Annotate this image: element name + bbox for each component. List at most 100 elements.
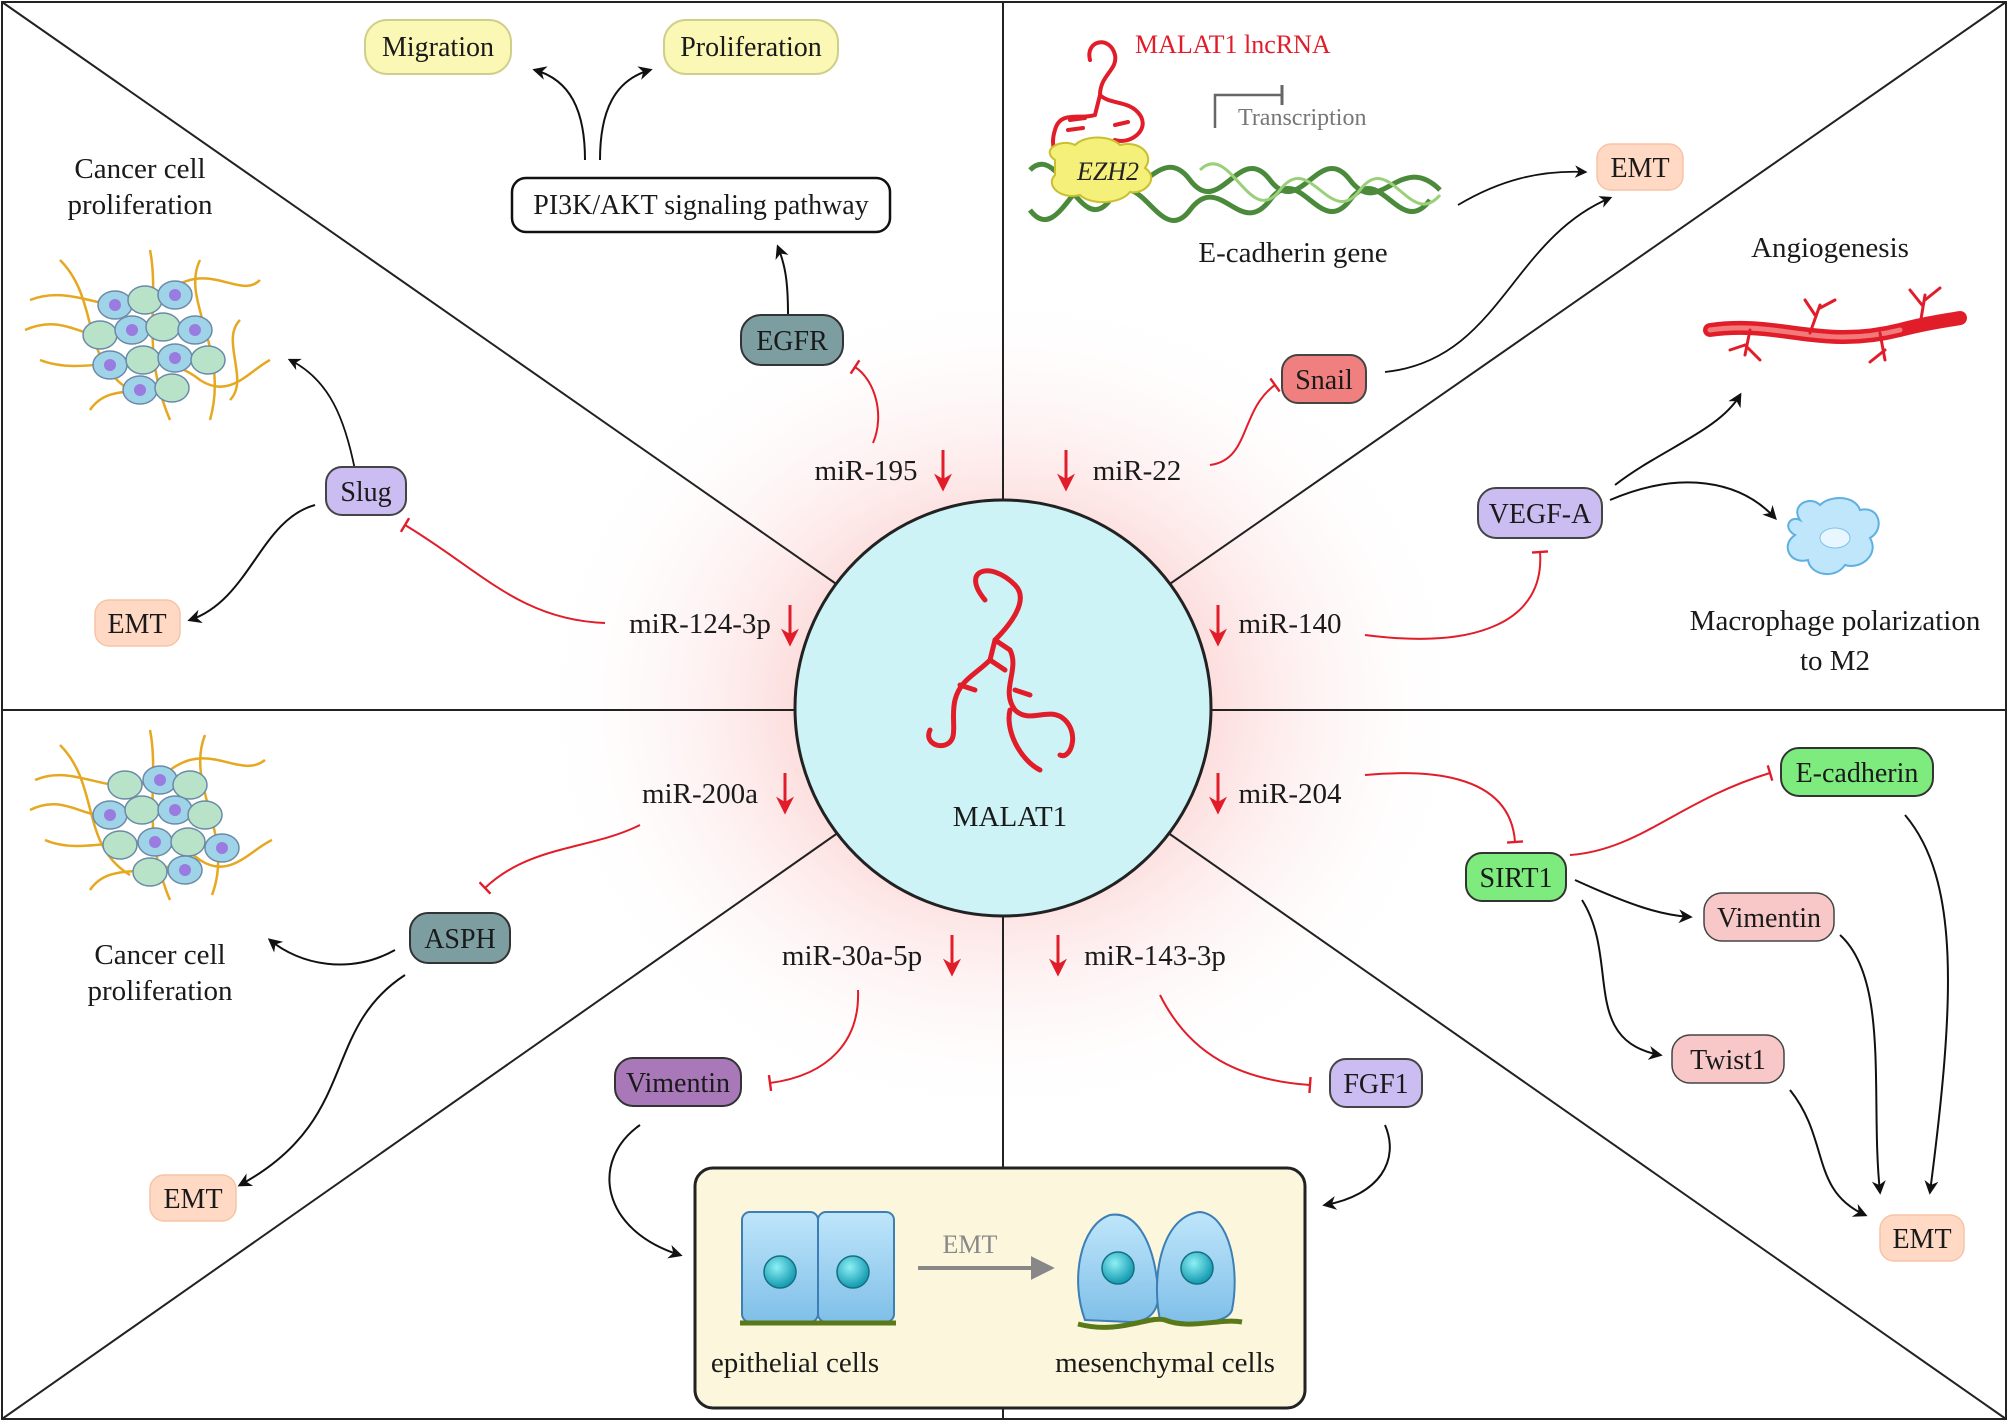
inhibit-sirt1-ecadherin: [1569, 764, 1774, 856]
node-emt-bottom-left: EMT: [149, 1174, 237, 1222]
epithelial-label: epithelial cells: [711, 1347, 879, 1379]
svg-text:VEGF-A: VEGF-A: [1489, 499, 1592, 530]
ecadherin-gene-label: E-cadherin gene: [1198, 237, 1387, 269]
svg-text:Snail: Snail: [1295, 365, 1353, 396]
arrow-asph-to-emt: [237, 974, 406, 1187]
svg-text:EMT: EMT: [107, 609, 166, 640]
macrophage-label-1: Macrophage polarization: [1690, 605, 1981, 637]
mesenchymal-cells-icon: [1077, 1210, 1243, 1330]
inhibit-mir195-egfr: [849, 359, 880, 444]
svg-text:FGF1: FGF1: [1343, 1069, 1408, 1100]
node-fgf1: FGF1: [1329, 1058, 1423, 1108]
center-label: MALAT1: [953, 801, 1067, 833]
arrow-slug-to-emt: [187, 504, 316, 624]
angiogenesis-label: Angiogenesis: [1751, 232, 1909, 264]
arrow-vimentin-to-emt: [1839, 934, 1886, 1195]
svg-text:SIRT1: SIRT1: [1480, 863, 1553, 894]
svg-text:EZH2: EZH2: [1076, 157, 1139, 186]
svg-text:EMT: EMT: [1610, 153, 1669, 184]
inhibit-mir140-vegfa: [1364, 550, 1549, 640]
mir140-label: miR-140: [1238, 608, 1341, 640]
arrow-sirt1-to-vimentin: [1574, 879, 1693, 924]
transcription-label: Transcription: [1238, 105, 1366, 131]
node-migration: Migration: [364, 19, 512, 75]
arrow-egfr-to-pi3k: [775, 244, 789, 316]
mir30a-label: miR-30a-5p: [782, 940, 922, 972]
malat1-circle: [793, 498, 1213, 918]
ezh2-protein: EZH2: [1048, 136, 1153, 204]
bl-title-1: Cancer cell: [94, 939, 225, 971]
epithelial-cells-icon: [740, 1211, 896, 1326]
inhibit-mir143-fgf1: [1159, 994, 1312, 1094]
inhibit-mir124-slug: [399, 517, 606, 624]
arrow-vegfa-to-angiogenesis: [1614, 392, 1742, 486]
arrow-to-migration: [532, 66, 586, 161]
malat1-rna-icon: [926, 568, 1076, 773]
transcription-inhibit: [1213, 85, 1284, 128]
mir195-label: miR-195: [814, 455, 917, 487]
arrow-gene-to-emt: [1457, 165, 1588, 206]
svg-text:Vimentin: Vimentin: [626, 1068, 730, 1099]
arrow-ecadherin-to-emt: [1904, 814, 1949, 1195]
cell-cluster-icon-bottom: [29, 729, 273, 901]
svg-text:Proliferation: Proliferation: [680, 32, 822, 63]
arrow-to-proliferation: [599, 66, 653, 161]
node-slug: Slug: [325, 466, 407, 516]
node-proliferation: Proliferation: [663, 19, 839, 75]
arrow-snail-to-emt: [1384, 196, 1613, 373]
arrow-sirt1-to-twist: [1581, 899, 1663, 1060]
mir22-label: miR-22: [1093, 455, 1182, 487]
blood-vessel-icon: [1703, 286, 1967, 364]
inhibit-mir22-snail: [1209, 377, 1281, 466]
dna-helix-light-strands: [1198, 162, 1442, 206]
bl-title-2: proliferation: [88, 975, 233, 1007]
inhibit-mir200a-asph: [478, 824, 641, 895]
arrow-twist-to-emt: [1789, 1089, 1868, 1217]
node-vimentin-center: Vimentin: [614, 1057, 742, 1107]
node-emt-top-right: EMT: [1596, 143, 1684, 191]
svg-text:PI3K/AKT signaling pathway: PI3K/AKT signaling pathway: [533, 190, 868, 221]
node-emt-top-left: EMT: [94, 599, 181, 647]
node-emt-bottom-right: EMT: [1879, 1214, 1965, 1262]
macrophage-icon: [1786, 497, 1880, 575]
svg-text:EGFR: EGFR: [756, 326, 828, 357]
svg-text:EMT: EMT: [163, 1184, 222, 1215]
svg-text:E-cadherin: E-cadherin: [1796, 758, 1919, 789]
malat1-lncrna-label: MALAT1 lncRNA: [1135, 30, 1331, 59]
inhibit-mir204-sirt1: [1364, 772, 1524, 844]
svg-text:Twist1: Twist1: [1690, 1045, 1766, 1076]
node-ecadherin: E-cadherin: [1780, 747, 1934, 797]
emt-box: EMT epithelial cells mesenchymal cells: [693, 1166, 1307, 1410]
arrow-fgf1-to-box: [1322, 1124, 1391, 1210]
inhibit-mir30a-vimentin: [767, 989, 860, 1092]
mir200a-label: miR-200a: [642, 778, 758, 810]
node-egfr: EGFR: [740, 314, 844, 366]
svg-text:Vimentin: Vimentin: [1717, 903, 1821, 934]
node-vimentin-right: Vimentin: [1703, 892, 1835, 942]
svg-text:EMT: EMT: [1892, 1224, 1951, 1255]
node-vegfa: VEGF-A: [1477, 487, 1603, 539]
mesenchymal-label: mesenchymal cells: [1055, 1347, 1275, 1379]
mir124-label: miR-124-3p: [629, 608, 771, 640]
svg-text:Migration: Migration: [382, 32, 494, 63]
tl-title-2: proliferation: [68, 189, 213, 221]
macrophage-label-2: to M2: [1800, 645, 1870, 677]
svg-text:Slug: Slug: [340, 477, 391, 508]
cell-cluster-icon-top: [24, 249, 271, 421]
arrow-slug-to-proliferation: [287, 358, 356, 471]
node-snail: Snail: [1281, 354, 1367, 404]
node-pi3k-akt: PI3K/AKT signaling pathway: [510, 176, 892, 234]
mir143-label: miR-143-3p: [1084, 940, 1226, 972]
node-twist1: Twist1: [1671, 1034, 1785, 1084]
node-asph: ASPH: [409, 912, 511, 964]
emt-transition-label: EMT: [943, 1230, 998, 1259]
arrow-vegfa-to-macrophage: [1609, 481, 1777, 521]
mir204-label: miR-204: [1238, 778, 1342, 810]
svg-text:ASPH: ASPH: [424, 924, 496, 955]
arrow-asph-to-proliferation: [267, 938, 396, 966]
arrow-vimentin-to-box: [608, 1124, 683, 1259]
node-sirt1: SIRT1: [1465, 852, 1567, 902]
tl-title-1: Cancer cell: [74, 153, 205, 185]
